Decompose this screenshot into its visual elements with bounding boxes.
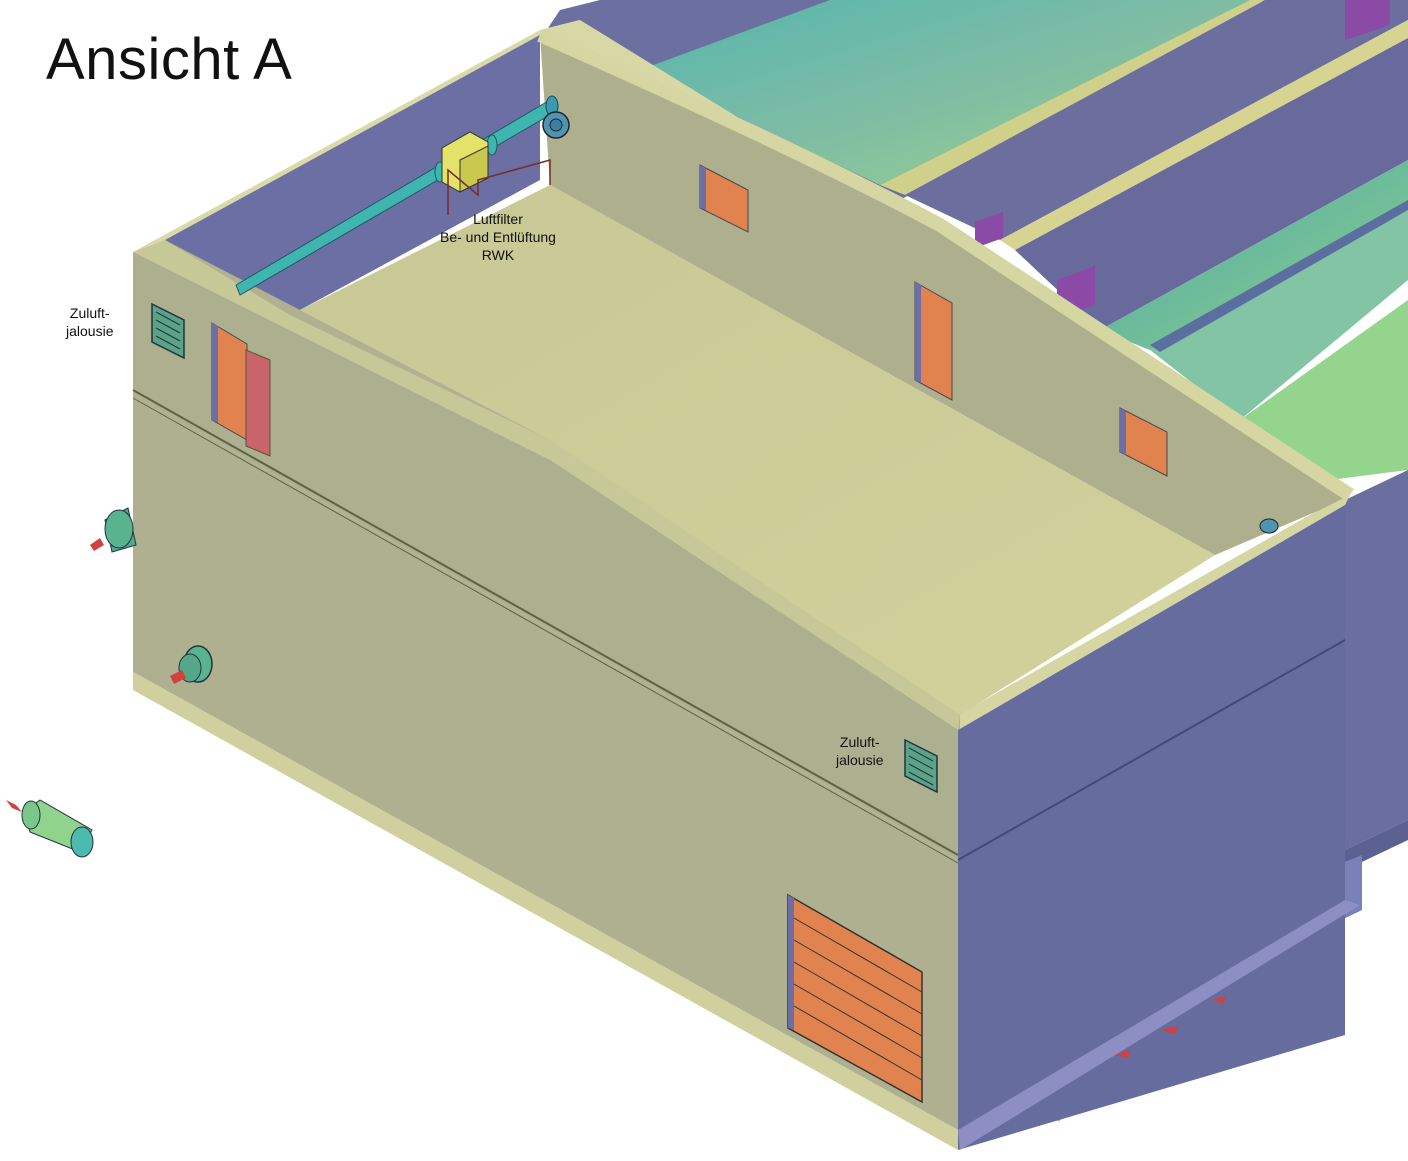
label-zuluft-left: Zuluft- jalousie [66, 304, 113, 340]
end-wall [958, 505, 1345, 1150]
label-line: jalousie [836, 752, 884, 768]
roller-door [787, 893, 923, 1104]
label-line: Zuluft- [839, 734, 880, 750]
label-line: Luftfilter [473, 211, 523, 227]
label-line: Be- und Entlüftung [440, 229, 556, 245]
grille-left [151, 302, 185, 360]
label-zuluft-front: Zuluft- jalousie [836, 733, 883, 769]
outer-wall-left [133, 240, 960, 730]
label-line: RWK [481, 247, 515, 263]
side-door [211, 322, 271, 457]
foundation-arrows [1115, 996, 1226, 1058]
detached-fan [6, 799, 94, 858]
duct-outlet-right [1259, 518, 1279, 534]
label-line: Zuluft- [69, 305, 110, 321]
duct-system [235, 95, 570, 296]
inner-wall-left [165, 35, 540, 315]
label-line: jalousie [66, 323, 114, 339]
front-wall [133, 395, 958, 1130]
wall-fan-front [170, 645, 213, 684]
plinth [133, 672, 958, 1150]
adjacent-roof [540, 0, 1408, 480]
grille-front [904, 738, 938, 794]
label-luftfilter: Luftfilter Be- und Entlüftung RWK [440, 210, 556, 264]
back-wall-openings [699, 164, 1168, 477]
floor [300, 185, 1215, 715]
view-title: Ansicht A [46, 27, 293, 92]
wall-fan-left [90, 507, 137, 553]
